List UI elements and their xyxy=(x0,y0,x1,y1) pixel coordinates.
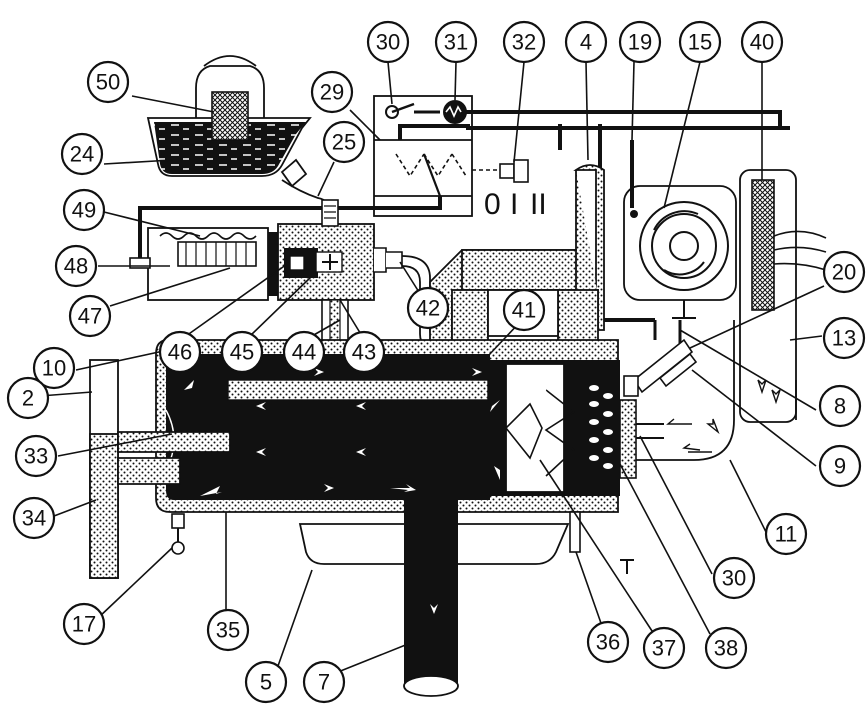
callout-40: 40 xyxy=(740,20,784,64)
svg-text:43: 43 xyxy=(352,340,376,365)
exhaust-flow-arrows xyxy=(184,368,556,614)
switch-position-off: 0 xyxy=(484,188,501,221)
svg-text:35: 35 xyxy=(216,618,240,643)
callout-11: 11 xyxy=(764,512,808,556)
svg-text:31: 31 xyxy=(444,30,468,55)
svg-text:20: 20 xyxy=(832,260,856,285)
svg-text:8: 8 xyxy=(834,394,846,419)
blower-motor xyxy=(623,185,737,319)
air-flow-arrows xyxy=(666,379,781,453)
selector-switch xyxy=(472,159,529,183)
svg-text:19: 19 xyxy=(628,30,652,55)
callout-19: 19 xyxy=(618,20,662,64)
svg-text:2: 2 xyxy=(22,386,34,411)
callout-31: 31 xyxy=(434,20,478,64)
svg-text:36: 36 xyxy=(596,630,620,655)
callout-13: 13 xyxy=(822,316,866,360)
callout-4: 4 xyxy=(564,20,608,64)
callout-9: 9 xyxy=(818,444,862,488)
drip-tray xyxy=(298,523,570,565)
svg-text:38: 38 xyxy=(714,636,738,661)
svg-text:50: 50 xyxy=(96,70,120,95)
hose-clamp xyxy=(280,158,308,188)
control-box xyxy=(373,95,473,217)
svg-text:42: 42 xyxy=(416,296,440,321)
svg-text:17: 17 xyxy=(72,612,96,637)
switch-position-two: II xyxy=(530,188,547,221)
svg-text:32: 32 xyxy=(512,30,536,55)
burner-holes xyxy=(589,385,613,469)
exhaust-pipe xyxy=(403,500,459,697)
callout-45: 45 xyxy=(220,330,264,374)
callout-47: 47 xyxy=(68,294,112,338)
blower-housing xyxy=(636,169,827,461)
callout-30-bottom: 30 xyxy=(712,556,756,600)
svg-text:24: 24 xyxy=(70,142,94,167)
switch-position-one: I xyxy=(510,188,518,221)
callout-24: 24 xyxy=(60,132,104,176)
callout-35: 35 xyxy=(206,608,250,652)
svg-text:45: 45 xyxy=(230,340,254,365)
callout-2: 2 xyxy=(6,376,50,420)
callout-41: 41 xyxy=(502,288,546,332)
callout-10: 10 xyxy=(32,346,76,390)
svg-text:46: 46 xyxy=(168,340,192,365)
coolant-reservoir xyxy=(146,55,312,177)
callout-32: 32 xyxy=(502,20,546,64)
svg-text:44: 44 xyxy=(292,340,316,365)
callout-49: 49 xyxy=(62,188,106,232)
svg-text:4: 4 xyxy=(580,30,592,55)
callout-20: 20 xyxy=(822,250,866,294)
fuel-pump xyxy=(129,227,278,301)
svg-text:30: 30 xyxy=(376,30,400,55)
callout-46: 46 xyxy=(158,330,202,374)
drain-plug xyxy=(171,513,185,555)
svg-text:15: 15 xyxy=(688,30,712,55)
combustion-chamber xyxy=(490,360,664,496)
glow-plug xyxy=(623,338,698,397)
pump-coil xyxy=(177,241,257,267)
callout-48: 48 xyxy=(54,244,98,288)
svg-text:30: 30 xyxy=(722,566,746,591)
callout-38: 38 xyxy=(704,626,748,670)
svg-text:47: 47 xyxy=(78,304,102,329)
callout-15: 15 xyxy=(678,20,722,64)
svg-text:49: 49 xyxy=(72,198,96,223)
svg-text:5: 5 xyxy=(260,670,272,695)
callout-36: 36 xyxy=(586,620,630,664)
svg-text:33: 33 xyxy=(24,444,48,469)
svg-text:40: 40 xyxy=(750,30,774,55)
svg-text:10: 10 xyxy=(42,356,66,381)
callout-5: 5 xyxy=(244,660,288,704)
reservoir-filter xyxy=(211,91,249,141)
callout-44: 44 xyxy=(282,330,326,374)
callout-8: 8 xyxy=(818,384,862,428)
callout-30-top: 30 xyxy=(366,20,410,64)
svg-text:25: 25 xyxy=(332,130,356,155)
svg-text:7: 7 xyxy=(318,670,330,695)
callout-33: 33 xyxy=(14,434,58,478)
callout-7: 7 xyxy=(302,660,346,704)
callout-17: 17 xyxy=(62,602,106,646)
callout-29: 29 xyxy=(310,70,354,114)
callout-37: 37 xyxy=(642,626,686,670)
svg-text:34: 34 xyxy=(22,506,46,531)
pump-head xyxy=(277,199,403,355)
svg-text:9: 9 xyxy=(834,454,846,479)
callout-42: 42 xyxy=(406,286,450,330)
svg-text:13: 13 xyxy=(832,326,856,351)
callout-25: 25 xyxy=(322,120,366,164)
callout-43: 43 xyxy=(342,330,386,374)
leader-lines xyxy=(39,61,825,673)
svg-text:29: 29 xyxy=(320,80,344,105)
svg-text:48: 48 xyxy=(64,254,88,279)
svg-text:41: 41 xyxy=(512,298,536,323)
coolant-pipe xyxy=(89,359,231,579)
svg-text:11: 11 xyxy=(775,522,798,547)
svg-text:37: 37 xyxy=(652,636,676,661)
callout-50: 50 xyxy=(86,60,130,104)
callout-34: 34 xyxy=(12,496,56,540)
